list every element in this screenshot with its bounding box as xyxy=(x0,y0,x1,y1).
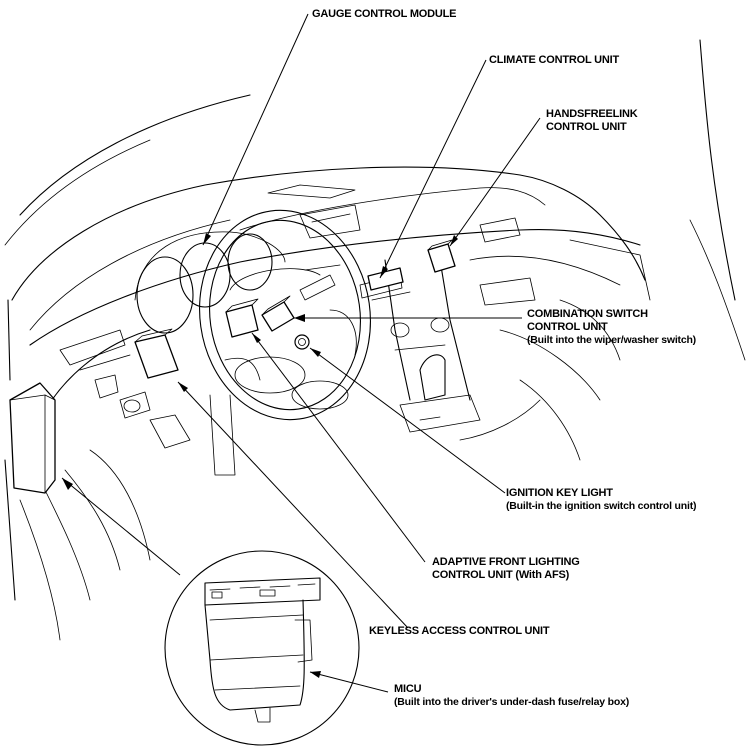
afs-label-line1: ADAPTIVE FRONT LIGHTING xyxy=(432,556,580,568)
gauge-control-module-label: GAUGE CONTROL MODULE xyxy=(312,8,457,20)
combination-switch-label-line3: (Built into the wiper/washer switch) xyxy=(527,334,696,346)
ignition-key-light-label-line1: IGNITION KEY LIGHT xyxy=(506,487,613,499)
climate-control-unit-shape xyxy=(367,267,404,291)
keyless-access-control-unit-shape xyxy=(134,328,179,379)
afs-label-line2: CONTROL UNIT (With AFS) xyxy=(432,569,570,581)
dashboard-illustration xyxy=(4,39,746,641)
combination-switch-label-line2: CONTROL UNIT xyxy=(527,321,608,333)
micu-label-line1: MICU xyxy=(394,683,422,695)
keyless-access-label: KEYLESS ACCESS CONTROL UNIT xyxy=(369,625,550,637)
combination-switch-label-line1: COMBINATION SWITCH xyxy=(527,308,648,320)
adaptive-front-lighting-control-unit-shape xyxy=(225,298,259,338)
micu-detail-callout xyxy=(164,550,360,746)
handsfreelink-label-line2: CONTROL UNIT xyxy=(546,121,627,133)
climate-control-unit-label: CLIMATE CONTROL UNIT xyxy=(489,54,620,66)
ignition-key-light-label-line2: (Built-in the ignition switch control un… xyxy=(506,500,697,512)
handsfreelink-label-line1: HANDSFREELINK xyxy=(546,108,638,120)
ignition-key-light-shape xyxy=(294,334,310,350)
micu-label-line2: (Built into the driver's under-dash fuse… xyxy=(394,696,630,708)
combination-switch-control-unit-shape xyxy=(261,295,295,332)
leader-lines xyxy=(177,13,541,693)
micu-fuse-box-shape xyxy=(9,382,56,494)
handsfreelink-control-unit-shape xyxy=(427,239,456,273)
